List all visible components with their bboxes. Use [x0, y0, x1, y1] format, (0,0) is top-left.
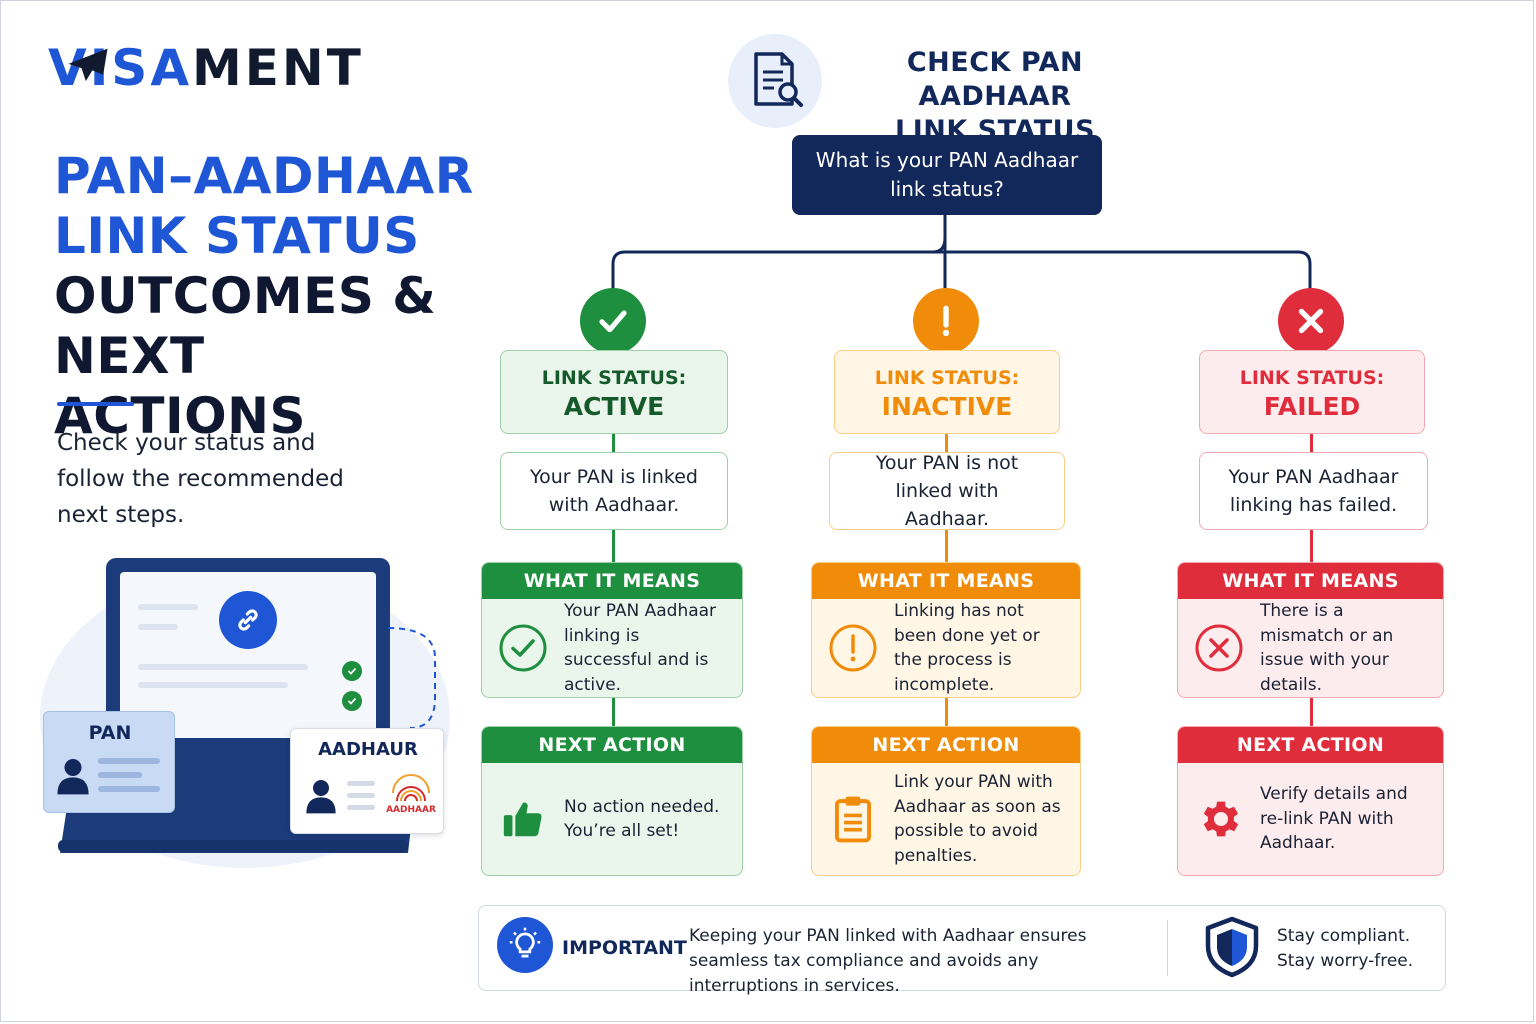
logo-ment: MENT: [192, 39, 364, 97]
next-action-card: NEXT ACTION No action needed. You’re all…: [481, 726, 743, 876]
stay-line2: Stay worry-free.: [1277, 951, 1414, 971]
laptop-illustration: PAN AADHAUR AADHAAR: [30, 548, 460, 868]
what-it-means-title: WHAT IT MEANS: [1178, 563, 1443, 599]
next-action-text: No action needed. You’re all set!: [564, 796, 720, 842]
next-action-title: NEXT ACTION: [1178, 727, 1443, 763]
exclamation-circle-icon: [826, 621, 880, 675]
document-search-icon: [754, 52, 803, 107]
logo-isa: ISA: [89, 39, 193, 97]
aadhaar-card-label: AADHAUR: [318, 739, 418, 760]
headline-line3: OUTCOMES &: [54, 267, 437, 325]
status-active-badge: [580, 288, 646, 354]
header-icon-circle: [728, 34, 822, 128]
headline-line1: PAN–AADHAAR: [54, 147, 474, 205]
what-it-means-card: WHAT IT MEANS There is a mismatch or an …: [1177, 562, 1444, 698]
status-label: LINK STATUS:: [874, 367, 1020, 389]
check-circle-icon: [496, 621, 550, 675]
description-text: Your PAN is not linked with Aadhaar.: [875, 452, 1019, 530]
shield-icon: [1205, 916, 1259, 978]
x-circle-icon: [1192, 621, 1246, 675]
gear-icon: [1192, 792, 1246, 846]
thumbs-up-icon: [496, 792, 550, 846]
next-action-text: Link your PAN with Aadhaar as soon as po…: [894, 772, 1061, 866]
status-failed-badge: [1278, 288, 1344, 354]
what-it-means-text: Linking has not been done yet or the pro…: [894, 601, 1040, 695]
status-active-description: Your PAN is linked with Aadhaar.: [500, 452, 728, 530]
status-inactive-box: LINK STATUS: INACTIVE: [834, 350, 1060, 434]
question-line2: link status?: [890, 177, 1004, 201]
subtext: Check your status and follow the recomme…: [57, 430, 344, 528]
next-action-text: Verify details and re-link PAN with Aadh…: [1260, 784, 1408, 854]
headline-underline: [57, 402, 134, 406]
status-inactive-badge: [913, 288, 979, 354]
important-banner: [478, 905, 1446, 991]
important-text: Keeping your PAN linked with Aadhaar ens…: [689, 926, 1087, 996]
status-value: ACTIVE: [563, 392, 665, 421]
header-title-line1: CHECK PAN AADHAAR: [906, 47, 1084, 112]
status-failed-description: Your PAN Aadhaar linking has failed.: [1199, 452, 1428, 530]
status-value: FAILED: [1263, 392, 1361, 421]
what-it-means-text: There is a mismatch or an issue with you…: [1260, 601, 1394, 695]
next-action-card: NEXT ACTION Verify details and re-link P…: [1177, 726, 1444, 876]
check-icon: [594, 302, 632, 340]
description-text: Your PAN is linked with Aadhaar.: [530, 466, 698, 516]
what-it-means-text: Your PAN Aadhaar linking is successful a…: [564, 601, 717, 695]
lightbulb-icon: [497, 917, 553, 973]
user-icon: [57, 759, 89, 795]
status-label: LINK STATUS:: [541, 367, 687, 389]
pan-card: PAN: [43, 711, 175, 813]
status-value: INACTIVE: [881, 392, 1013, 421]
stay-text: Stay compliant. Stay worry-free.: [1277, 924, 1437, 974]
clipboard-icon: [826, 792, 880, 846]
check-dot-icon: [342, 691, 362, 711]
next-action-card: NEXT ACTION Link your PAN with Aadhaar a…: [811, 726, 1081, 876]
main-headline: PAN–AADHAAR LINK STATUS OUTCOMES & NEXT …: [54, 146, 474, 446]
aadhaar-card: AADHAUR AADHAAR: [290, 728, 444, 834]
question-line1: What is your PAN Aadhaar: [815, 148, 1079, 172]
what-it-means-card: WHAT IT MEANS Your PAN Aadhaar linking i…: [481, 562, 743, 698]
pan-card-label: PAN: [88, 722, 132, 744]
aadhaar-logo-text: AADHAAR: [386, 805, 436, 815]
important-label: IMPORTANT: [562, 937, 687, 959]
stay-line1: Stay compliant.: [1277, 926, 1411, 946]
what-it-means-card: WHAT IT MEANS Linking has not been done …: [811, 562, 1081, 698]
what-it-means-title: WHAT IT MEANS: [812, 563, 1080, 599]
headline-line2: LINK STATUS: [54, 207, 420, 265]
logo-v: V: [48, 39, 90, 97]
user-icon: [306, 780, 336, 814]
next-action-title: NEXT ACTION: [482, 727, 742, 763]
check-dot-icon: [342, 661, 362, 681]
next-action-title: NEXT ACTION: [812, 727, 1080, 763]
description-text: Your PAN Aadhaar linking has failed.: [1228, 466, 1399, 516]
status-failed-box: LINK STATUS: FAILED: [1199, 350, 1425, 434]
plane-icon: [68, 48, 108, 82]
x-icon: [1292, 302, 1330, 340]
banner-divider: [1167, 920, 1168, 976]
status-label: LINK STATUS:: [1239, 367, 1385, 389]
headline-line4: NEXT ACTIONS: [54, 327, 306, 445]
status-inactive-description: Your PAN is not linked with Aadhaar.: [829, 452, 1065, 530]
exclamation-icon: [927, 302, 965, 340]
fingerprint-icon: [392, 774, 430, 802]
link-icon: [219, 591, 277, 649]
status-active-box: LINK STATUS: ACTIVE: [500, 350, 728, 434]
question-box: What is your PAN Aadhaar link status?: [792, 135, 1102, 215]
what-it-means-title: WHAT IT MEANS: [482, 563, 742, 599]
